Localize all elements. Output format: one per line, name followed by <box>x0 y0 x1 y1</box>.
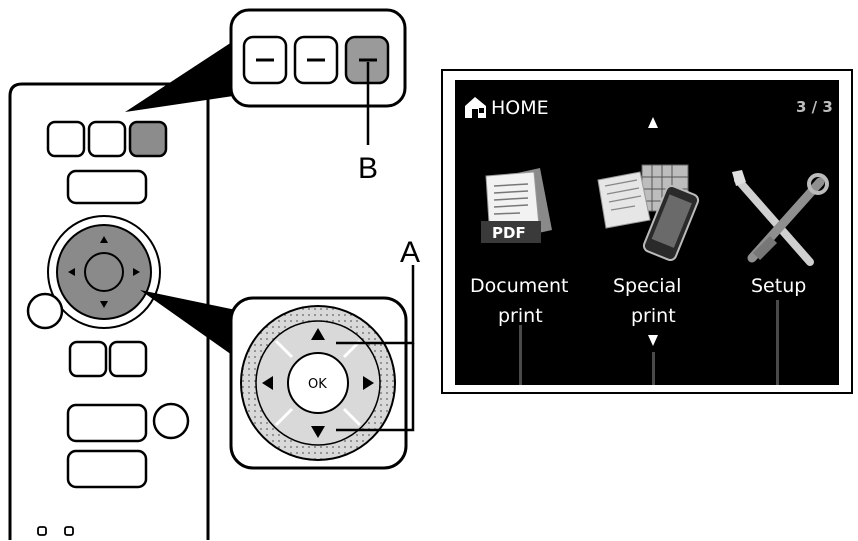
panel-button-pair-left[interactable] <box>68 340 108 378</box>
special-print-icon[interactable] <box>597 164 700 262</box>
dpad-down-arrow[interactable] <box>311 426 325 438</box>
panel-wide-button-top[interactable] <box>66 169 148 205</box>
dpad-right-arrow[interactable] <box>363 376 374 390</box>
screen-title: HOME <box>491 97 549 119</box>
panel-round-button-right[interactable] <box>152 402 190 440</box>
panel-large-button-upper[interactable] <box>66 403 148 443</box>
dpad-up-arrow[interactable] <box>311 328 325 340</box>
panel-button-pair-right[interactable] <box>108 340 148 378</box>
home-icon <box>465 97 486 118</box>
zoom-leader-top <box>125 40 240 112</box>
indicator-lamp-2 <box>64 526 74 536</box>
panel-large-button-lower[interactable] <box>66 449 148 489</box>
menu-item-setup-line1[interactable]: Setup <box>751 275 806 297</box>
menu-item-document-line1[interactable]: Document <box>470 275 568 297</box>
panel-round-button-left[interactable] <box>26 292 64 330</box>
panel-button-right-highlighted[interactable] <box>128 120 168 158</box>
ok-button-label[interactable]: OK <box>308 377 327 392</box>
pdf-badge: PDF <box>492 224 526 242</box>
zoom-dpad[interactable] <box>240 305 396 461</box>
pdf-document-icon[interactable] <box>481 168 552 243</box>
menu-item-special-line2[interactable]: print <box>631 305 676 327</box>
indicator-lamp-1 <box>37 526 47 536</box>
setup-tools-icon[interactable] <box>732 170 829 266</box>
scroll-down-arrow[interactable] <box>648 335 658 346</box>
zoom-leader-dpad <box>140 290 236 355</box>
panel-dpad[interactable] <box>47 215 161 329</box>
menu-item-document-line2[interactable]: print <box>498 305 543 327</box>
scroll-up-arrow[interactable] <box>648 117 658 128</box>
dpad-left-arrow[interactable] <box>262 376 273 390</box>
item-guide-lines <box>519 300 779 385</box>
panel-button-left[interactable] <box>46 120 86 158</box>
menu-item-special-line1[interactable]: Special <box>613 275 681 297</box>
page-indicator: 3 / 3 <box>796 98 833 116</box>
callout-a-lines <box>336 265 415 432</box>
callout-a-label: A <box>400 236 420 269</box>
panel-button-middle[interactable] <box>87 120 127 158</box>
callout-b-label: B <box>358 152 378 185</box>
